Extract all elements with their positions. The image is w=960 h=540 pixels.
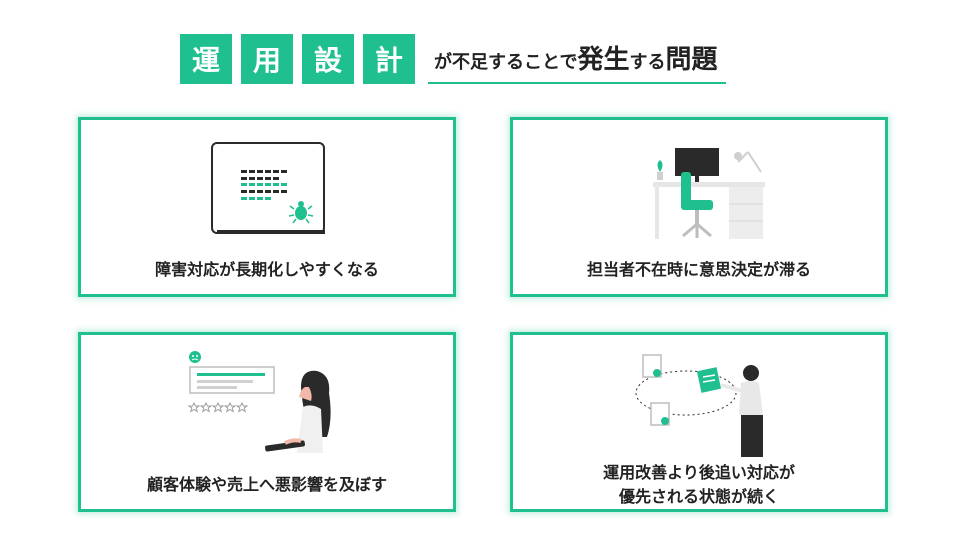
documents-cycle-illustration	[635, 354, 763, 457]
title-text-2: する	[629, 52, 666, 73]
card-incident: 障害対応が長期化しやすくなる	[78, 117, 456, 297]
page-title: 運 用 設 計 が不足することで発生する問題	[180, 30, 726, 84]
title-tile-2: 用	[241, 34, 293, 84]
title-subtext: が不足することで発生する問題	[428, 45, 726, 84]
title-text-big-1: 発生	[577, 45, 630, 75]
document-icon	[696, 367, 722, 393]
card-customer: 顧客体験や売上へ悪影響を及ぼす	[78, 332, 456, 512]
card-label: 障害対応が長期化しやすくなる	[155, 260, 379, 279]
title-tile-4: 計	[363, 34, 415, 84]
star-rating	[187, 401, 249, 413]
card-label-line-1: 運用改善より後追い対応が	[603, 463, 795, 482]
card-label: 担当者不在時に意思決定が滞る	[586, 260, 811, 279]
card-reactive: 運用改善より後追い対応が 優先される状態が続く	[510, 332, 888, 512]
title-tile-1: 運	[180, 34, 232, 84]
desk-chair-illustration	[653, 148, 765, 239]
bug-icon	[288, 201, 314, 224]
title-tile-3: 設	[302, 34, 354, 84]
title-text-1: が不足することで	[434, 52, 578, 73]
bug-report-illustration	[211, 142, 325, 234]
card-label: 顧客体験や売上へ悪影響を及ぼす	[146, 475, 387, 494]
card-label-line-2: 優先される状態が続く	[618, 487, 779, 506]
card-decision: 担当者不在時に意思決定が滞る	[510, 117, 888, 297]
sad-review-illustration	[187, 351, 331, 453]
title-text-big-2: 問題	[665, 45, 718, 75]
sad-face-icon	[189, 351, 201, 363]
